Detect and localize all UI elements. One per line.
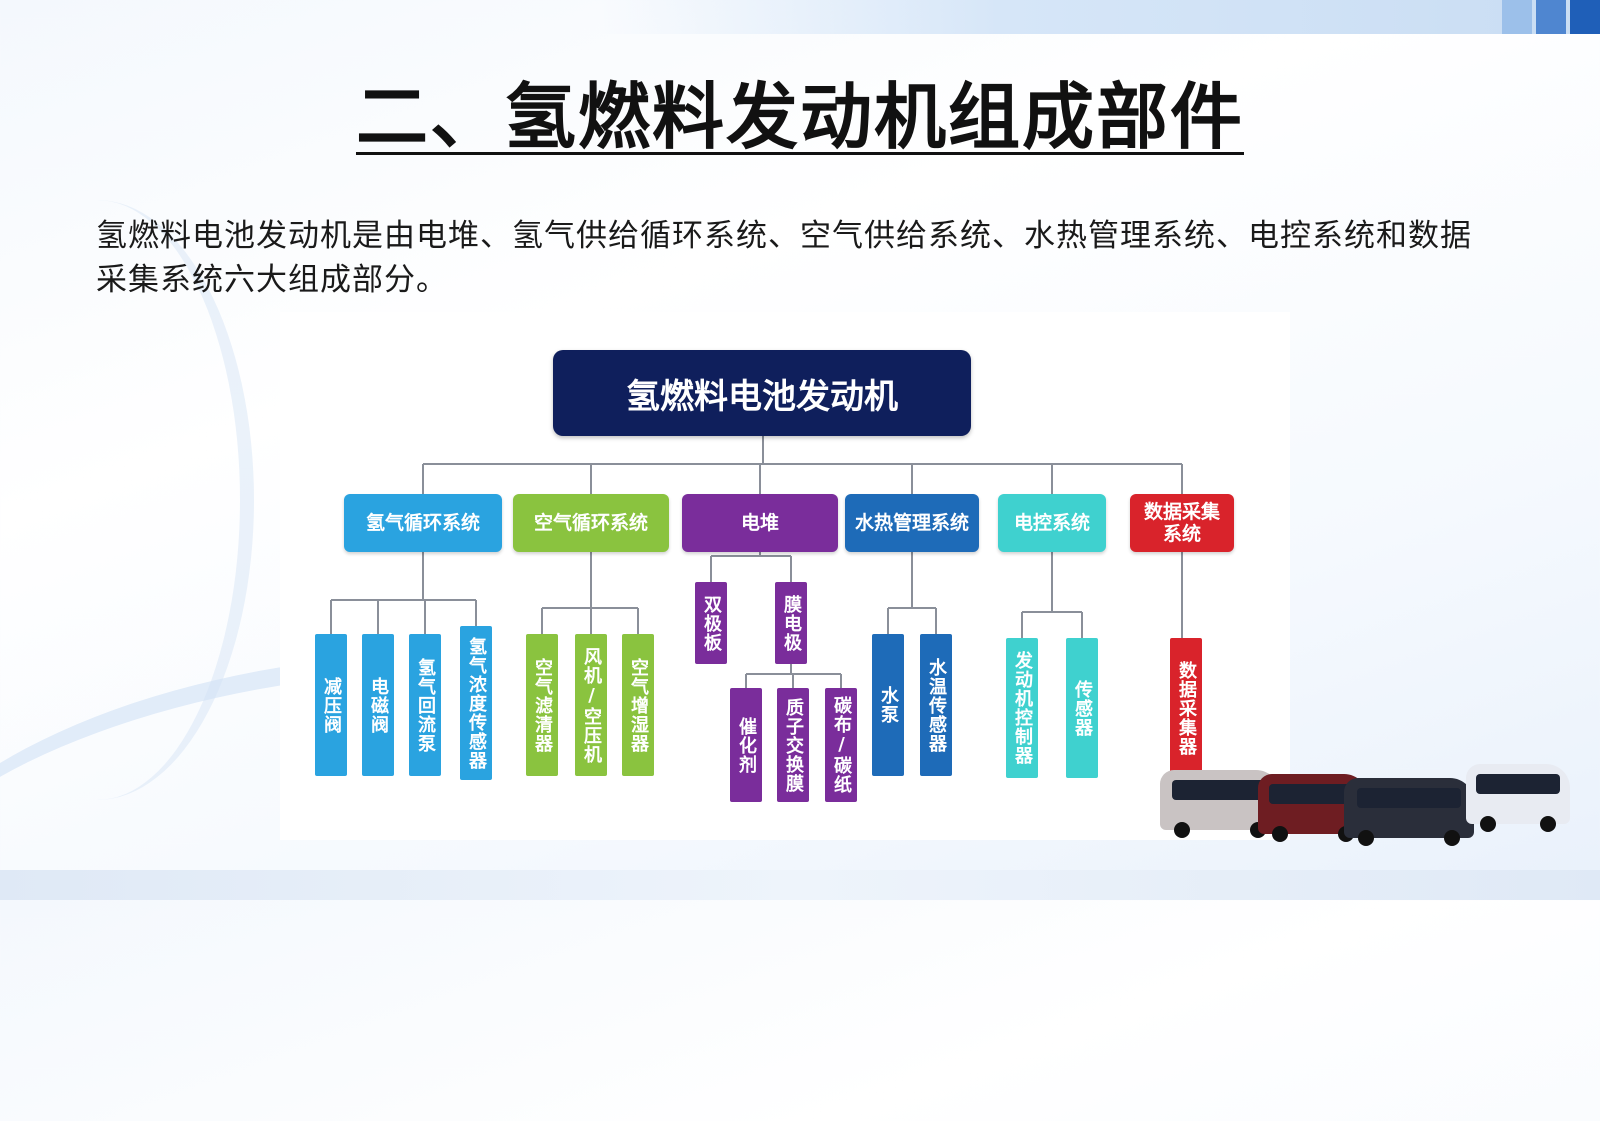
subcomponent-node: 碳布/碳纸 xyxy=(825,688,857,802)
bus-4 xyxy=(1466,764,1570,832)
top-decor-band xyxy=(600,0,1600,34)
top-decor-blocks xyxy=(1450,0,1600,34)
root-node: 氢燃料电池发动机 xyxy=(553,350,971,436)
connector-lines xyxy=(330,436,1183,688)
slide-title: 二、氢燃料发动机组成部件 xyxy=(0,58,1600,163)
component-node: 传感器 xyxy=(1066,638,1098,778)
system-node: 电控系统 xyxy=(998,494,1106,552)
system-node: 电堆 xyxy=(682,494,838,552)
component-node: 水泵 xyxy=(872,634,904,776)
component-node: 减压阀 xyxy=(315,634,347,776)
system-node: 空气循环系统 xyxy=(513,494,669,552)
bus-image xyxy=(1160,752,1580,872)
bottom-decor-band xyxy=(0,870,1600,900)
component-node: 发动机控制器 xyxy=(1006,638,1038,778)
system-node: 数据采集系统 xyxy=(1130,494,1234,552)
component-node: 空气滤清器 xyxy=(526,634,558,776)
component-node: 水温传感器 xyxy=(920,634,952,776)
system-node: 水热管理系统 xyxy=(845,494,979,552)
component-node: 数据采集器 xyxy=(1170,638,1202,778)
component-node: 氢气回流泵 xyxy=(409,634,441,776)
slide-title-text: 二、氢燃料发动机组成部件 xyxy=(355,74,1244,159)
subcomponent-node: 质子交换膜 xyxy=(777,688,809,802)
intro-paragraph: 氢燃料电池发动机是由电堆、氢气供给循环系统、空气供给系统、水热管理系统、电控系统… xyxy=(96,218,1472,298)
component-node: 膜电极 xyxy=(775,582,807,664)
bus-3 xyxy=(1344,778,1474,846)
system-node: 氢气循环系统 xyxy=(344,494,502,552)
component-node: 空气增湿器 xyxy=(622,634,654,776)
component-node: 电磁阀 xyxy=(362,634,394,776)
component-node: 风机/空压机 xyxy=(575,634,607,776)
component-node: 氢气浓度传感器 xyxy=(460,626,492,780)
component-node: 双极板 xyxy=(695,582,727,664)
subcomponent-node: 催化剂 xyxy=(730,688,762,802)
